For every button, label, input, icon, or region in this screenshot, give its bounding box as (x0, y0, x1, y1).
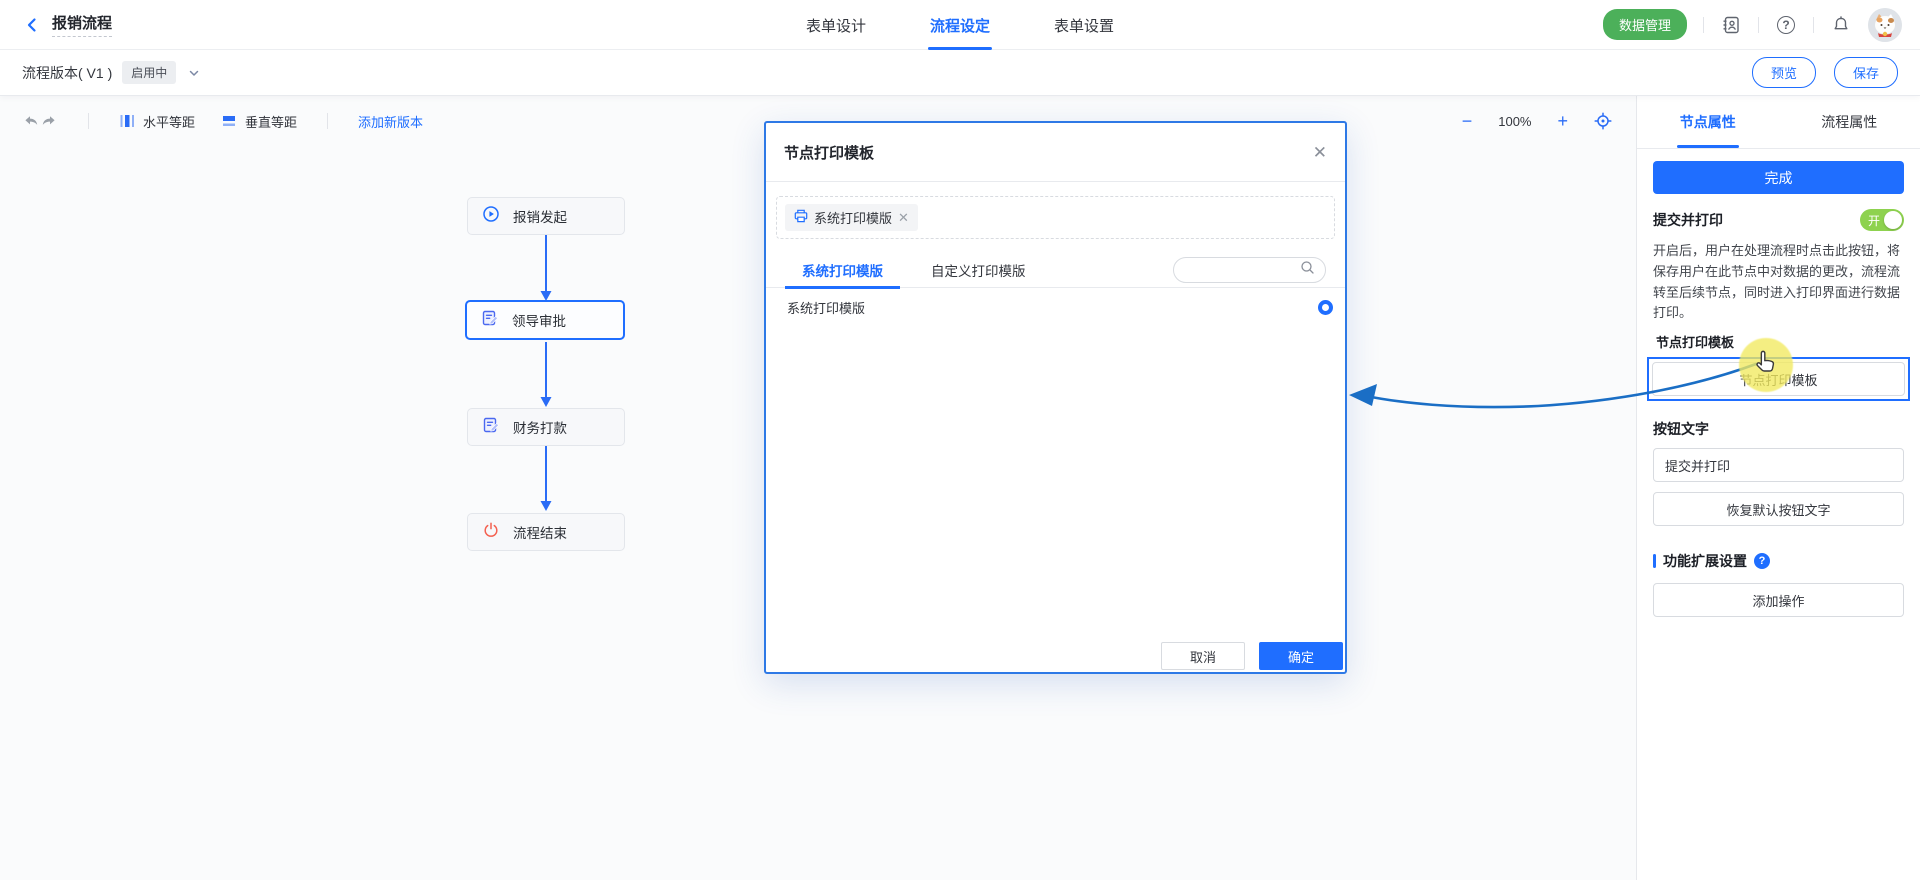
canvas-toolbar: 水平等距 垂直等距 添加新版本 (0, 96, 1636, 146)
node-label: 报销发起 (513, 210, 567, 225)
panel-body: 完成 提交并打印 开 开启后，用户在处理流程时点击此按钮，将保存用户在此节点中对… (1637, 149, 1920, 618)
notification-bell-icon[interactable] (1830, 14, 1852, 36)
button-text-label: 按钮文字 (1653, 421, 1709, 438)
contacts-icon[interactable] (1720, 14, 1742, 36)
modal-title: 节点打印模板 (784, 144, 875, 162)
data-manage-button[interactable]: 数据管理 (1602, 9, 1687, 40)
template-chip[interactable]: 系统打印模版 ✕ (785, 204, 918, 231)
modal-footer: 取消 确定 (1161, 642, 1343, 670)
chip-remove-icon[interactable]: ✕ (898, 209, 909, 225)
submit-print-label: 提交并打印 (1653, 212, 1723, 228)
redo-icon[interactable] (40, 112, 58, 130)
doc-edit-icon (481, 309, 499, 332)
divider (327, 113, 329, 129)
node-label: 流程结束 (513, 526, 567, 541)
divider (1703, 16, 1704, 33)
modal-tabs: 系统打印模版 自定义打印模版 (766, 253, 1345, 289)
top-bar-right: 数据管理 ? (1602, 7, 1920, 42)
node-print-template-button[interactable]: 节点打印模板 (1652, 362, 1905, 397)
panel-tabs: 节点属性 流程属性 (1637, 96, 1920, 149)
modal-header: 节点打印模板 ✕ (766, 123, 1345, 182)
properties-panel: 节点属性 流程属性 完成 提交并打印 开 开启后，用户在处理流程时点击此按钮，将… (1636, 96, 1920, 880)
help-icon[interactable]: ? (1775, 14, 1797, 36)
close-icon[interactable]: ✕ (1312, 142, 1327, 162)
top-bar-left: 报销流程 (0, 12, 560, 37)
divider (1758, 16, 1759, 33)
vertical-equal-button[interactable]: 垂直等距 (221, 112, 297, 131)
flow-node-start[interactable]: 报销发起 (467, 197, 625, 235)
template-item-label: 系统打印模版 (787, 300, 866, 316)
extension-settings-label: 功能扩展设置 (1663, 553, 1747, 570)
vertical-equal-icon (221, 113, 237, 129)
selected-template-area: 系统打印模版 ✕ (776, 196, 1335, 239)
save-button[interactable]: 保存 (1833, 57, 1898, 88)
version-bar-actions: 预览 保存 (1751, 57, 1898, 88)
divider (1813, 16, 1814, 33)
flow-node-end[interactable]: 流程结束 (467, 513, 625, 551)
section-bar (1653, 554, 1656, 569)
play-icon (482, 205, 500, 228)
search-icon (1300, 260, 1315, 280)
vertical-equal-label: 垂直等距 (245, 114, 298, 130)
toggle-knob (1884, 211, 1902, 229)
add-version-link[interactable]: 添加新版本 (358, 114, 424, 130)
back-icon[interactable] (22, 15, 42, 35)
node-print-template-label: 节点打印模板 (1656, 335, 1735, 351)
zoom-level: 100% (1498, 113, 1532, 129)
flow-node-leader-approval[interactable]: 领导审批 (465, 300, 625, 340)
node-print-template-highlight: 节点打印模板 (1647, 357, 1910, 402)
user-avatar[interactable] (1868, 7, 1902, 42)
node-label: 财务打款 (513, 421, 567, 436)
flow-node-finance-payment[interactable]: 财务打款 (467, 408, 625, 446)
button-text-input[interactable] (1653, 448, 1904, 483)
toggle-on-label: 开 (1868, 213, 1881, 228)
tab-system-template[interactable]: 系统打印模版 (785, 253, 900, 289)
printer-icon (794, 209, 808, 226)
template-list-item[interactable]: 系统打印模版 (766, 288, 1345, 326)
power-icon (482, 521, 500, 544)
template-search-box[interactable] (1173, 257, 1326, 283)
template-chip-label: 系统打印模版 (814, 211, 893, 226)
status-badge: 启用中 (122, 61, 177, 84)
page-title[interactable]: 报销流程 (52, 12, 113, 37)
content-area: 水平等距 垂直等距 添加新版本 − 100% + (0, 96, 1920, 880)
done-button[interactable]: 完成 (1653, 161, 1904, 194)
add-action-button[interactable]: 添加操作 (1653, 583, 1904, 618)
tab-flow-setting[interactable]: 流程设定 (927, 0, 993, 50)
doc-edit-icon (482, 416, 500, 439)
node-print-template-modal: 节点打印模板 ✕ 系统打印模版 ✕ 系统打印模版 自定义打印模版 (764, 121, 1347, 674)
main-tabs: 表单设计 流程设定 表单设置 (806, 0, 1114, 50)
restore-default-button[interactable]: 恢复默认按钮文字 (1653, 492, 1904, 527)
help-question-icon[interactable]: ? (1754, 553, 1770, 570)
zoom-controls: − 100% + (1462, 96, 1612, 146)
horizontal-equal-icon (119, 113, 135, 129)
tab-node-properties[interactable]: 节点属性 (1637, 96, 1779, 148)
preview-button[interactable]: 预览 (1751, 57, 1816, 88)
undo-icon[interactable] (22, 112, 40, 130)
fit-view-icon[interactable] (1594, 112, 1612, 130)
chevron-down-icon[interactable] (188, 67, 200, 79)
version-bar: 流程版本( V1 ) 启用中 预览 保存 (0, 50, 1920, 96)
divider (88, 113, 89, 129)
submit-print-description: 开启后，用户在处理流程时点击此按钮，将保存用户在此节点中对数据的更改，流程流转至… (1653, 243, 1901, 321)
tab-custom-template[interactable]: 自定义打印模版 (931, 264, 1026, 279)
zoom-in-button[interactable]: + (1557, 111, 1568, 131)
version-label: 流程版本( V1 ) (22, 64, 113, 81)
radio-selected-icon[interactable] (1318, 299, 1333, 315)
tab-flow-properties[interactable]: 流程属性 (1821, 114, 1878, 130)
submit-print-row: 提交并打印 开 (1653, 209, 1904, 231)
search-input[interactable] (1184, 263, 1300, 277)
tab-form-setting[interactable]: 表单设置 (1054, 17, 1115, 35)
top-bar: 报销流程 表单设计 流程设定 表单设置 数据管理 ? (0, 0, 1920, 50)
tab-form-design[interactable]: 表单设计 (805, 17, 866, 35)
submit-print-toggle[interactable]: 开 (1860, 209, 1904, 231)
confirm-button[interactable]: 确定 (1259, 642, 1343, 670)
horizontal-equal-label: 水平等距 (143, 114, 196, 130)
extension-settings-header: 功能扩展设置 ? (1653, 551, 1904, 571)
zoom-out-button[interactable]: − (1461, 111, 1473, 131)
cancel-button[interactable]: 取消 (1161, 642, 1245, 670)
horizontal-equal-button[interactable]: 水平等距 (119, 112, 195, 131)
node-label: 领导审批 (512, 314, 566, 329)
